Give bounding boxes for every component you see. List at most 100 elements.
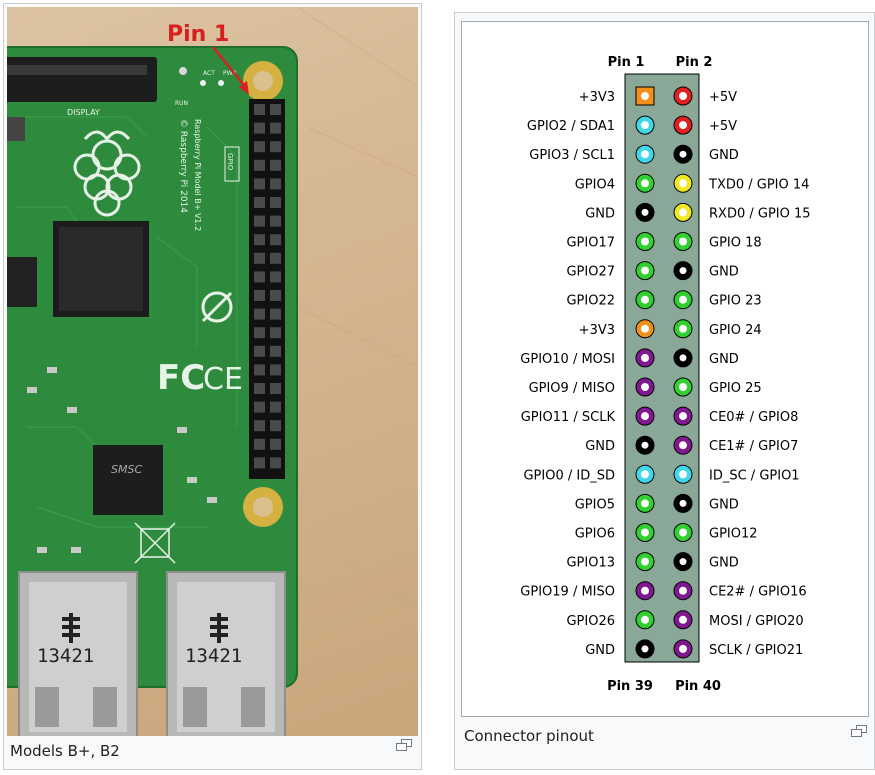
copyright-label: © Raspberry Pi 2014 [178, 119, 188, 213]
pin-hole [678, 353, 688, 363]
header-pin [270, 457, 281, 469]
enlarge-icon[interactable] [396, 739, 412, 751]
right-caption: Connector pinout [464, 727, 594, 745]
pin-label-left: GPIO19 / MISO [520, 585, 615, 600]
header-pin [254, 141, 265, 153]
header-pin [270, 364, 281, 376]
pin-hole [641, 237, 649, 246]
pin-label-right: GND [709, 556, 739, 571]
pin-label-left: GND [585, 439, 615, 454]
pin-hole [679, 324, 687, 333]
header-pin [254, 271, 265, 283]
header-pin [270, 271, 281, 283]
pin-hole [679, 383, 687, 391]
display-label: DISPLAY [67, 108, 100, 117]
pin-label-right: GPIO 24 [709, 323, 762, 338]
pin-hole [641, 150, 649, 159]
header-pin [270, 308, 281, 320]
usb-number-left: 13421 [37, 645, 94, 667]
pin-hole [679, 92, 687, 100]
pin1-arrow [212, 46, 248, 90]
header-pin2-label: Pin 2 [676, 55, 713, 70]
header-pin [254, 308, 265, 320]
pin-label-left: GPIO3 / SCL1 [529, 148, 615, 163]
pin-label-left: GPIO4 [575, 177, 615, 192]
pin-label-right: +5V [709, 90, 737, 105]
pin-hole [640, 644, 650, 654]
smsc-label: SMSC [111, 463, 142, 476]
header-pin [270, 252, 281, 264]
model-label: Raspberry Pi Model B+ V1.2 [193, 119, 202, 231]
ce-mark: CE [203, 362, 243, 397]
pin-hole [679, 441, 687, 450]
header-pin [254, 215, 265, 227]
raspberry-logo [73, 130, 141, 217]
pin-hole [641, 528, 649, 537]
pin-hole [678, 149, 688, 159]
header-pin [270, 234, 281, 246]
pin-label-left: GND [585, 643, 615, 658]
pin-label-left: GPIO26 [566, 614, 615, 629]
run-label: RUN [175, 100, 188, 107]
pin-hole [641, 295, 649, 304]
pin-hole [641, 412, 649, 421]
pin-hole [679, 121, 687, 130]
pin-label-right: SCLK / GPIO21 [709, 643, 803, 658]
header-pin [254, 457, 265, 469]
header-pin [270, 215, 281, 227]
pin-hole [679, 237, 687, 246]
pin-hole [641, 179, 649, 188]
pin-hole [679, 412, 687, 421]
pin-label-right: ID_SC / GPIO1 [709, 468, 800, 483]
pin-label-right: GND [709, 265, 739, 280]
header-pin [270, 401, 281, 413]
pin-label-left: GPIO17 [566, 236, 615, 251]
left-caption: Models B+, B2 [10, 742, 120, 760]
pin-hole [641, 121, 649, 130]
pin1-annotation: Pin 1 [167, 22, 229, 47]
pin-hole [641, 383, 649, 391]
pin-label-right: RXD0 / GPIO 15 [709, 206, 811, 221]
pin-label-right: MOSI / GPIO20 [709, 614, 804, 629]
pin-label-left: GPIO10 / MOSI [520, 352, 615, 367]
usb-ports: 13421 13421 [18, 571, 286, 736]
pwr-label: PWR [223, 70, 237, 77]
pin-hole [641, 324, 649, 333]
header-pin [254, 178, 265, 190]
pin-label-left: GPIO5 [575, 497, 615, 512]
pin-hole [679, 295, 687, 304]
header-pin [254, 438, 265, 450]
header-pin [254, 234, 265, 246]
pin-label-right: CE2# / GPIO16 [709, 585, 807, 600]
pin-label-right: GND [709, 352, 739, 367]
header-pin [254, 159, 265, 171]
header-pin [254, 345, 265, 357]
header-pin [270, 141, 281, 153]
pin-hole [679, 615, 687, 624]
pin-label-right: CE0# / GPIO8 [709, 410, 798, 425]
pin-label-left: +3V3 [579, 323, 615, 338]
enlarge-icon[interactable] [851, 725, 867, 737]
pin-label-left: GPIO0 / ID_SD [523, 468, 615, 483]
pin-label-left: GPIO27 [566, 265, 615, 280]
pin-hole [641, 586, 649, 595]
header-pin1-label: Pin 1 [608, 55, 645, 70]
pin-hole [679, 586, 687, 595]
pin-label-right: CE1# / GPIO7 [709, 439, 798, 454]
header-pin [254, 252, 265, 264]
raspberry-pi-board-photo[interactable]: DISPLAY RUN ACT PWR © Raspberry Pi 2014 … [7, 7, 418, 736]
header-pin [270, 420, 281, 432]
header-pin [254, 197, 265, 208]
board-photo-thumbnail: DISPLAY RUN ACT PWR © Raspberry Pi 2014 … [3, 3, 422, 770]
pin-label-right: GND [709, 497, 739, 512]
pin-label-right: GPIO 25 [709, 381, 762, 396]
footer-pin40-label: Pin 40 [675, 679, 721, 694]
header-pin [254, 364, 265, 376]
header-pin [270, 438, 281, 450]
pin-hole [678, 498, 688, 508]
pin-hole [641, 266, 649, 275]
header-pin [254, 383, 265, 394]
pin-label-right: GPIO 18 [709, 236, 762, 251]
header-pin [254, 420, 265, 432]
